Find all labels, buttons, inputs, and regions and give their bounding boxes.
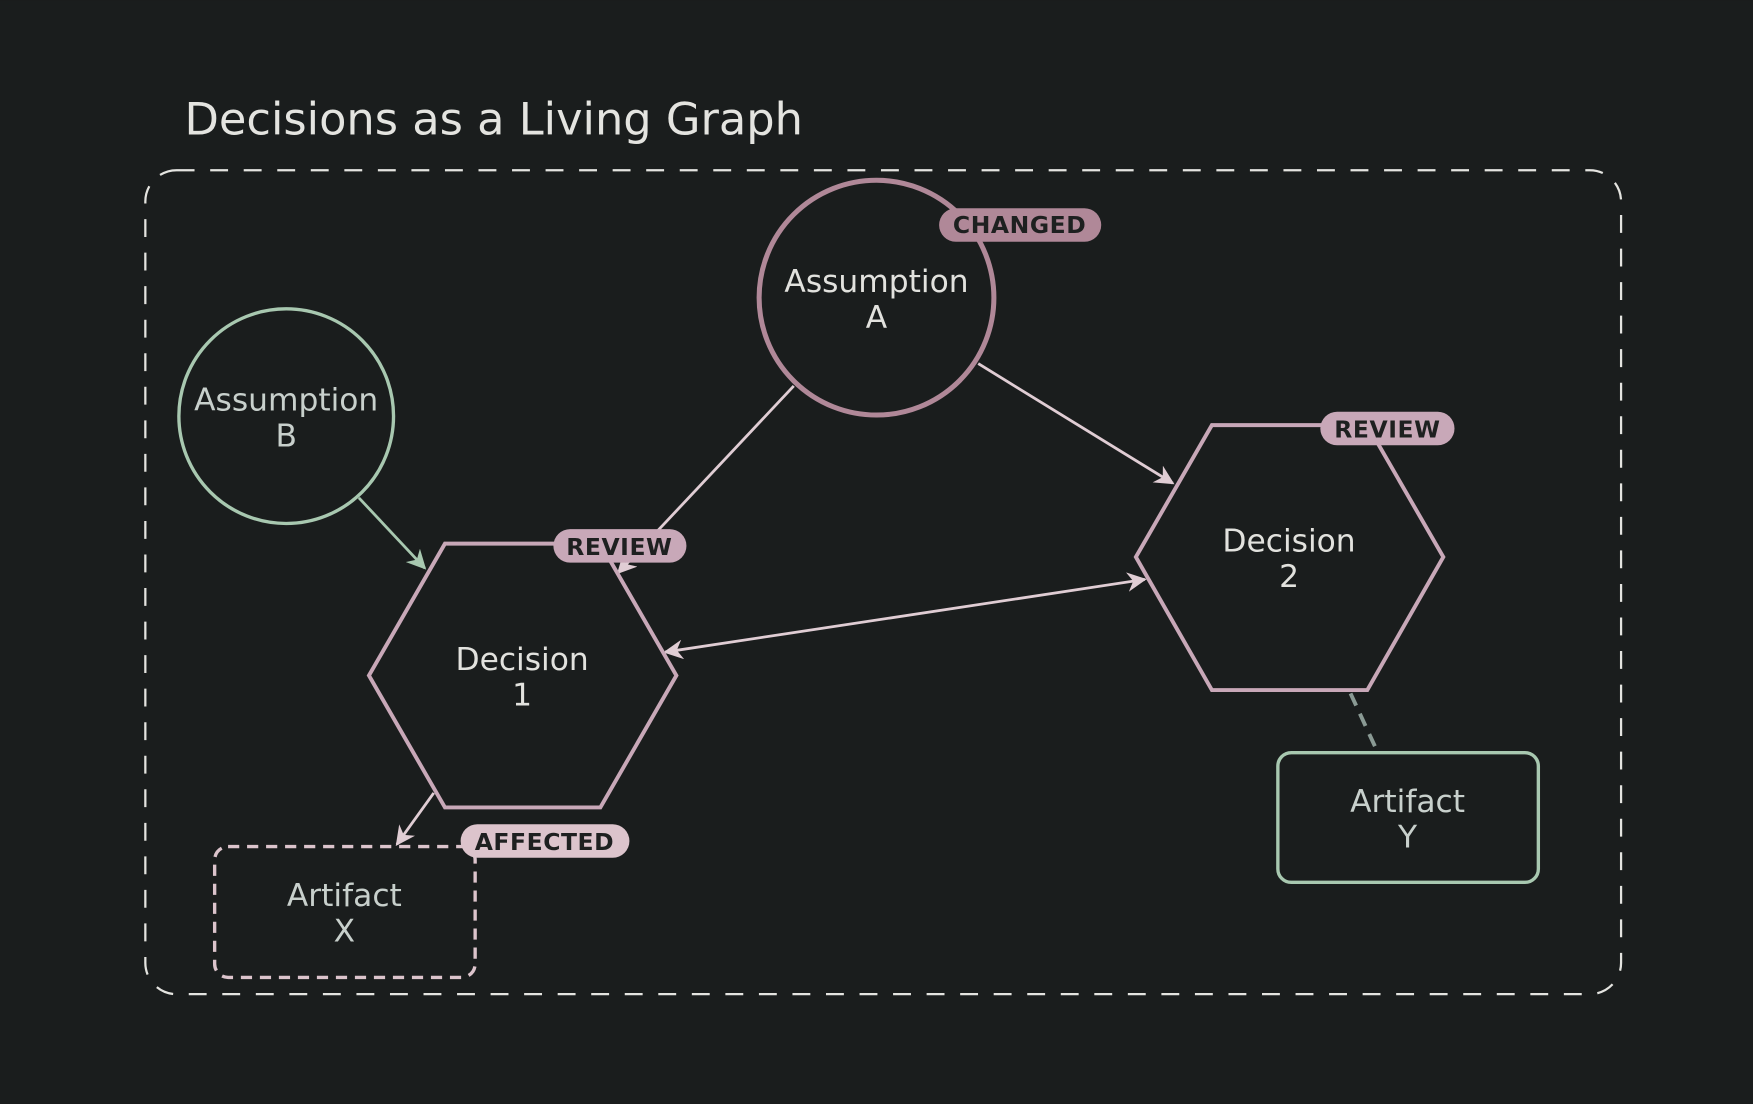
decision-1-id: 1 (512, 678, 532, 714)
decision-2-id: 2 (1279, 559, 1299, 595)
artifact-x-label: Artifact (287, 878, 402, 914)
artifact-y-id: Y (1397, 820, 1418, 856)
graph-boundary (144, 169, 1623, 996)
review-badge-2-text: REVIEW (1334, 415, 1440, 443)
decision-1-label: Decision (455, 642, 588, 678)
artifact-y-label: Artifact (1350, 784, 1465, 820)
assumption-b-circle (177, 307, 396, 526)
review-badge-2 (1320, 411, 1455, 446)
edge-assumption-b-to-decision-1 (357, 496, 427, 570)
assumption-a-id: A (866, 300, 888, 336)
decision-2-label: Decision (1222, 523, 1355, 559)
node-assumption-a[interactable]: Assumption A CHANGED (756, 177, 1102, 418)
edge-decision-2-artifact-y (1348, 692, 1380, 753)
assumption-b-id: B (275, 418, 296, 454)
node-artifact-x[interactable]: Artifact X AFFECTED (212, 824, 630, 980)
node-assumption-b[interactable]: Assumption B (177, 307, 396, 526)
artifact-y-box (1276, 751, 1541, 885)
node-decision-1[interactable]: Decision 1 REVIEW (366, 529, 687, 810)
decision-2-hexagon (1133, 423, 1446, 693)
changed-badge (939, 208, 1102, 242)
node-decision-2[interactable]: Decision 2 REVIEW (1133, 411, 1455, 693)
changed-badge-text: CHANGED (953, 211, 1086, 239)
assumption-a-circle (756, 177, 997, 418)
assumption-b-label: Assumption (194, 383, 378, 419)
affected-badge (460, 824, 630, 858)
edge-decision-1-to-artifact-x (395, 792, 435, 846)
node-artifact-y[interactable]: Artifact Y (1276, 751, 1541, 885)
review-badge-1 (553, 529, 687, 563)
assumption-a-label: Assumption (784, 264, 968, 300)
affected-badge-text: AFFECTED (475, 828, 614, 856)
decision-1-hexagon (366, 541, 679, 810)
diagram-title: Decisions as a Living Graph (184, 92, 803, 145)
artifact-x-id: X (334, 914, 355, 950)
edge-decision-1-decision-2 (663, 572, 1147, 660)
artifact-x-box (212, 844, 477, 980)
review-badge-1-text: REVIEW (566, 533, 672, 561)
edge-assumption-a-to-decision-2 (977, 362, 1175, 485)
